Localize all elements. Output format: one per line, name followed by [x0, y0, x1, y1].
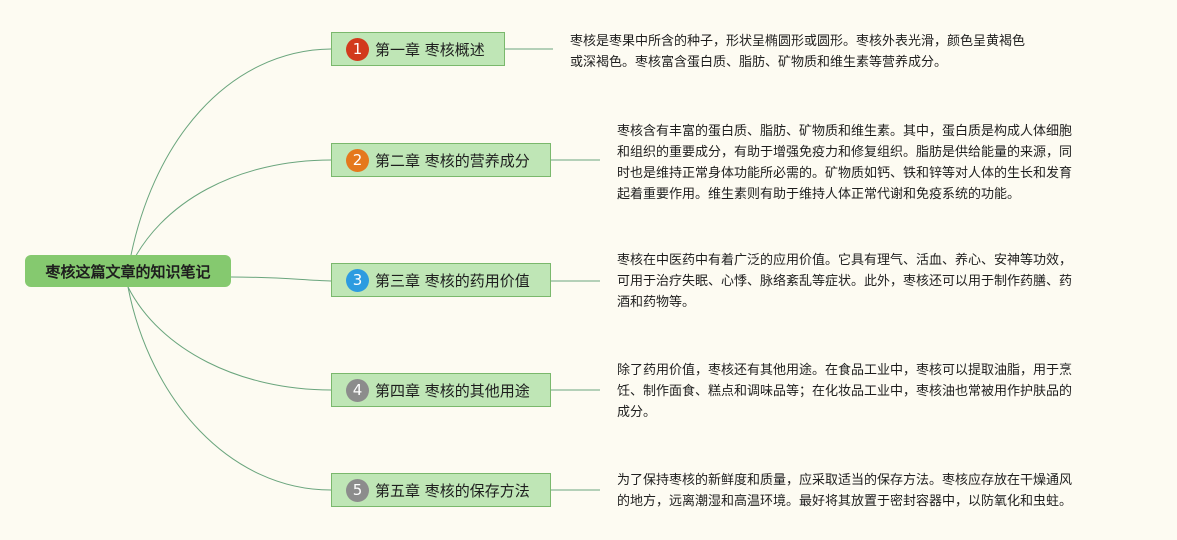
description-line: 枣核是枣果中所含的种子，形状呈椭圆形或圆形。枣核外表光滑，颜色呈黄褐色 [570, 34, 1026, 49]
chapter-description-2: 枣核含有丰富的蛋白质、脂肪、矿物质和维生素。其中，蛋白质是构成人体细胞 和组织的… [617, 121, 1072, 205]
chapter-description-1: 枣核是枣果中所含的种子，形状呈椭圆形或圆形。枣核外表光滑，颜色呈黄褐色 或深褐色… [570, 31, 1025, 73]
number-badge-icon: 4 [346, 378, 369, 402]
chapter-title: 第五章 枣核的保存方法 [375, 481, 530, 500]
description-line: 枣核在中医药中有着广泛的应用价值。它具有理气、活血、养心、安神等功效， [617, 253, 1073, 268]
description-line: 为了保持枣核的新鲜度和质量，应采取适当的保存方法。枣核应存放在干燥通风 [617, 473, 1073, 488]
description-line: 枣核含有丰富的蛋白质、脂肪、矿物质和维生素。其中，蛋白质是构成人体细胞 [617, 124, 1073, 139]
branch-line-1 [127, 48, 332, 272]
description-line: 或深褐色。枣核富含蛋白质、脂肪、矿物质和维生素等营养成分。 [570, 55, 948, 70]
chapter-topic-4[interactable]: 4 第四章 枣核的其他用途 [331, 373, 551, 407]
root-topic[interactable]: 枣核这篇文章的知识笔记 [25, 255, 231, 287]
chapter-topic-2[interactable]: 2 第二章 枣核的营养成分 [331, 143, 551, 177]
branch-line-4 [127, 286, 332, 391]
chapter-title: 第一章 枣核概述 [375, 40, 485, 59]
description-line: 除了药用价值，枣核还有其他用途。在食品工业中，枣核可以提取油脂，用于烹 [617, 363, 1073, 378]
description-line: 饪、制作面食、糕点和调味品等；在化妆品工业中，枣核油也常被用作护肤品的 [617, 384, 1073, 399]
description-line: 酒和药物等。 [617, 295, 696, 310]
number-badge-icon: 3 [346, 268, 369, 292]
branch-line-3 [230, 276, 332, 282]
description-line: 的地方，远离潮湿和高温环境。最好将其放置于密封容器中，以防氧化和虫蛀。 [617, 494, 1073, 509]
number-badge-icon: 1 [346, 37, 369, 61]
chapter-description-5: 为了保持枣核的新鲜度和质量，应采取适当的保存方法。枣核应存放在干燥通风 的地方，… [617, 470, 1072, 512]
chapter-topic-3[interactable]: 3 第三章 枣核的药用价值 [331, 263, 551, 297]
number-badge-icon: 2 [346, 148, 369, 172]
branch-line-5 [127, 286, 332, 491]
description-line: 和组织的重要成分，有助于增强免疫力和修复组织。脂肪是供给能量的来源，同 [617, 145, 1073, 160]
description-line: 可用于治疗失眠、心悸、脉络紊乱等症状。此外，枣核还可以用于制作药膳、药 [617, 274, 1073, 289]
chapter-description-3: 枣核在中医药中有着广泛的应用价值。它具有理气、活血、养心、安神等功效， 可用于治… [617, 250, 1072, 313]
chapter-topic-5[interactable]: 5 第五章 枣核的保存方法 [331, 473, 551, 507]
description-line: 成分。 [617, 405, 657, 420]
number-badge-icon: 5 [346, 478, 369, 502]
description-line: 时也是维持正常身体功能所必需的。矿物质如钙、铁和锌等对人体的生长和发育 [617, 166, 1073, 181]
chapter-title: 第四章 枣核的其他用途 [375, 381, 530, 400]
description-line: 起着重要作用。维生素则有助于维持人体正常代谢和免疫系统的功能。 [617, 187, 1021, 202]
chapter-title: 第三章 枣核的药用价值 [375, 271, 530, 290]
chapter-title: 第二章 枣核的营养成分 [375, 151, 530, 170]
chapter-topic-1[interactable]: 1 第一章 枣核概述 [331, 32, 505, 66]
branch-line-2 [127, 159, 332, 272]
chapter-description-4: 除了药用价值，枣核还有其他用途。在食品工业中，枣核可以提取油脂，用于烹 饪、制作… [617, 360, 1072, 423]
